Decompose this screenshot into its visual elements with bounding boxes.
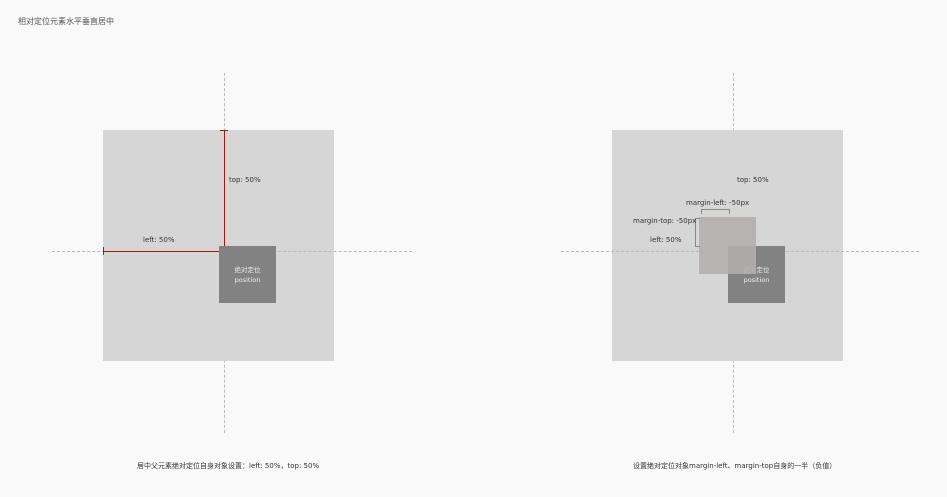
box-label-line2: position (234, 276, 261, 284)
top-offset-label: top: 50% (229, 176, 261, 184)
left-offset-line (103, 251, 220, 252)
left-offset-label: left: 50% (650, 236, 682, 244)
left-offset-label: left: 50% (143, 236, 175, 244)
shifted-box (699, 217, 756, 274)
margin-top-bracket (695, 218, 700, 247)
page-title: 相对定位元素水平垂直居中 (18, 17, 114, 26)
absolute-positioned-box: 绝对定位 position (219, 246, 276, 303)
box-label-line1: 绝对定位 (743, 266, 770, 274)
box-label-line1: 绝对定位 (234, 266, 261, 274)
left-diagram: top: 50% left: 50% 绝对定位 position 居中父元素绝对… (52, 73, 412, 470)
top-offset-label: top: 50% (737, 176, 769, 184)
margin-top-label: margin-top: -50px (633, 217, 697, 225)
margin-left-bracket (701, 209, 730, 214)
box-label-line2: position (743, 276, 770, 284)
right-diagram: top: 50% 绝对定位 position margin-left: -50p… (473, 0, 947, 497)
parent-container (103, 130, 334, 361)
margin-left-label: margin-left: -50px (686, 199, 750, 207)
top-offset-line (224, 130, 225, 246)
left-caption: 居中父元素绝对定位自身对象设置：left: 50%，top: 50% (137, 462, 320, 470)
right-caption: 设置绝对定位对象margin-left、margin-top自身的一半（负值） (633, 462, 837, 470)
